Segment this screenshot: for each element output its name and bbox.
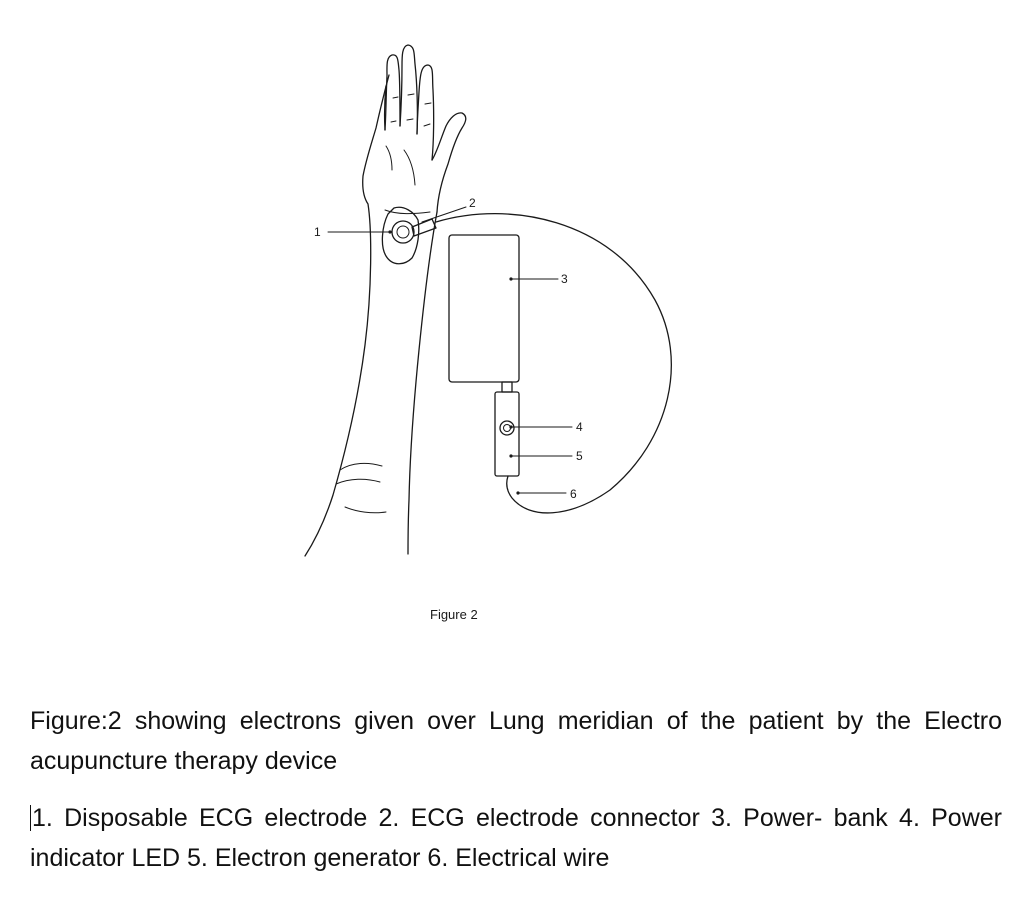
figure-legend-text: 1. Disposable ECG electrode 2. ECG elect…	[30, 804, 1002, 872]
callout-dots	[388, 230, 520, 495]
text-cursor	[30, 805, 31, 831]
arm-illustration	[304, 44, 467, 557]
callout-3: 3	[561, 272, 568, 286]
device-diagram: 1 2 3 4 5 6 Figure 2	[304, 44, 672, 622]
figure-label: Figure 2	[430, 607, 478, 622]
callout-leaders	[327, 206, 573, 494]
callout-5: 5	[576, 449, 583, 463]
ecg-connector	[411, 218, 437, 237]
figure-legend: 1. Disposable ECG electrode 2. ECG elect…	[30, 798, 1002, 878]
ecg-electrode	[381, 206, 420, 265]
callout-2: 2	[469, 196, 476, 210]
power-bank-connector	[501, 381, 513, 393]
power-bank	[448, 234, 520, 383]
callout-6: 6	[570, 487, 577, 501]
figure-caption: Figure:2 showing electrons given over Lu…	[30, 707, 1002, 775]
electrical-wire	[435, 213, 672, 514]
callout-4: 4	[576, 420, 583, 434]
electron-generator	[494, 391, 520, 477]
callout-1: 1	[314, 225, 321, 239]
